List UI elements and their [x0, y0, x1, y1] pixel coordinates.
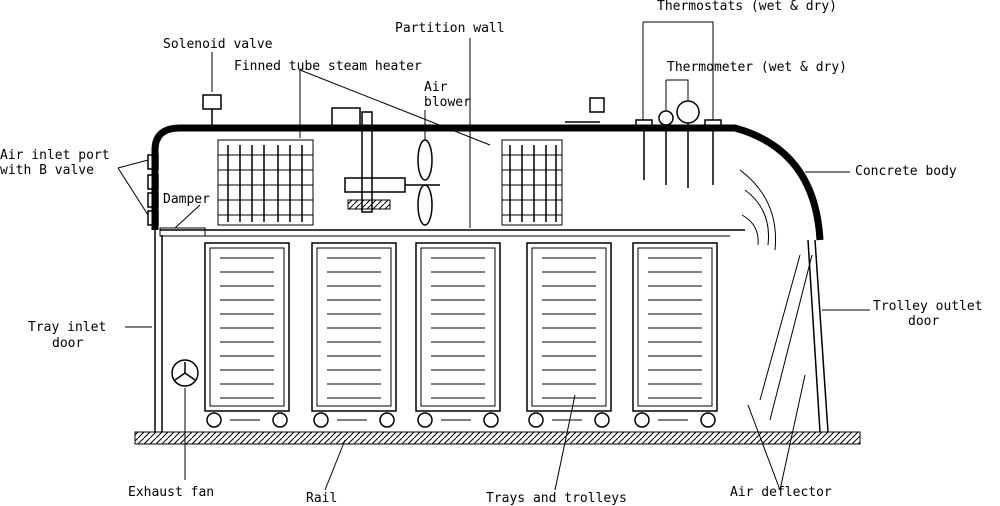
label-solenoid-valve: Solenoid valve: [163, 37, 273, 52]
trolley-wheel: [417, 412, 433, 428]
label-tray-inlet-1: Tray inlet: [28, 320, 106, 335]
label-concrete-body: Concrete body: [855, 164, 957, 179]
label-finned-tube-heater: Finned tube steam heater: [234, 59, 422, 74]
trolley-wheel: [313, 412, 329, 428]
trolley: [415, 242, 501, 412]
trolley: [311, 242, 397, 412]
label-air-inlet-1: Air inlet port: [0, 148, 110, 163]
air-inlet-ports: [147, 154, 159, 226]
trays-and-trolleys: [204, 242, 718, 428]
trolley-wheel: [700, 412, 716, 428]
rail: [134, 431, 861, 445]
label-partition-wall: Partition wall: [395, 21, 505, 36]
label-air-blower-2: blower: [424, 95, 471, 110]
leader-lines: [117, 21, 870, 491]
air-blower: [331, 107, 440, 226]
label-trolley-outlet-1: Trolley outlet: [873, 299, 983, 314]
label-trays-trolleys: Trays and trolleys: [486, 491, 627, 506]
label-thermometer: Thermometer (wet & dry): [667, 60, 847, 75]
label-trolley-outlet-2: door: [908, 314, 939, 329]
label-exhaust-fan: Exhaust fan: [128, 485, 214, 500]
label-thermostats: Thermostats (wet & dry): [657, 0, 837, 14]
thermostats: [635, 119, 722, 185]
label-tray-inlet-2: door: [52, 336, 83, 351]
concrete-body: [151, 124, 824, 241]
trolley-wheel: [206, 412, 222, 428]
trolley-wheel: [483, 412, 499, 428]
label-air-inlet-2: with B valve: [0, 163, 94, 178]
trolley: [204, 242, 290, 412]
thermometers: [658, 100, 700, 188]
trolley-wheel: [379, 412, 395, 428]
trolley-wheel: [634, 412, 650, 428]
label-air-blower-1: Air: [424, 80, 448, 95]
label-air-deflector: Air deflector: [730, 485, 832, 500]
damper: [159, 227, 206, 237]
trolley: [632, 242, 718, 412]
air-deflector: [739, 169, 813, 421]
trolley-wheel: [272, 412, 288, 428]
finned-tube-heater-right: [501, 139, 563, 226]
label-rail: Rail: [306, 491, 337, 506]
trolley-outlet-door: [807, 239, 829, 433]
trolley-wheel: [594, 412, 610, 428]
trolley-wheel: [528, 412, 544, 428]
label-damper: Damper: [163, 192, 210, 207]
finned-tube-heater-left: [217, 139, 314, 226]
exhaust-fan: [171, 359, 199, 387]
solenoid-valve: [202, 94, 222, 128]
trolley: [526, 242, 612, 412]
